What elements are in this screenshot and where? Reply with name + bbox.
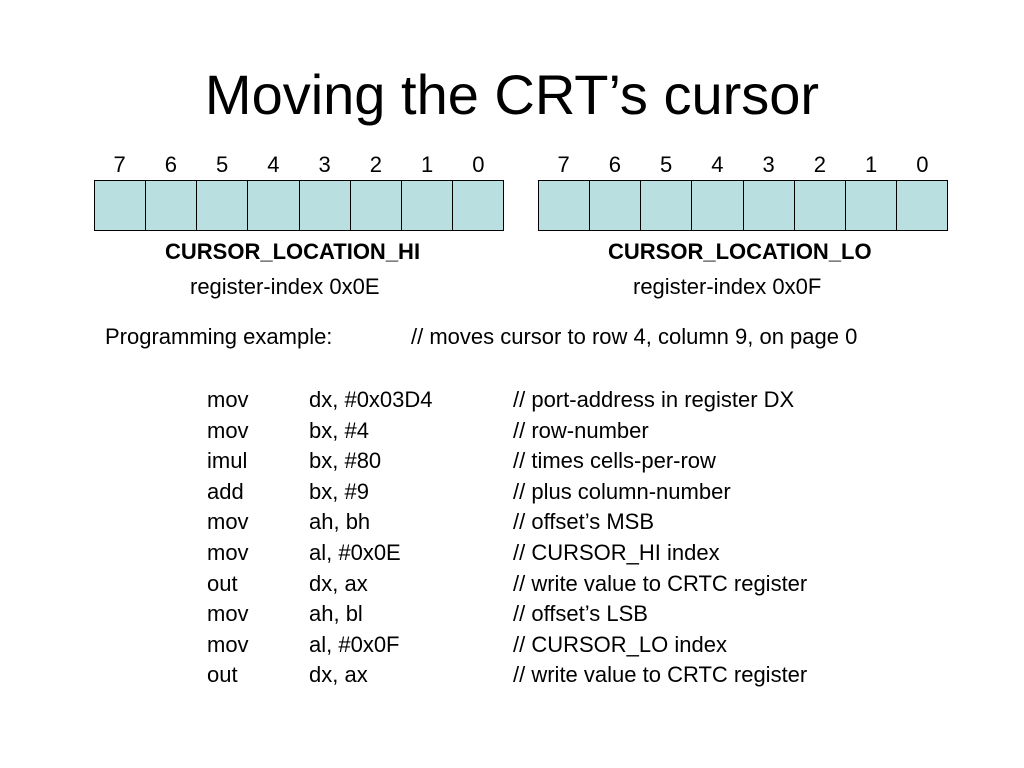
code-comment: // offset’s MSB [513, 509, 655, 535]
bit-label: 0 [916, 152, 929, 177]
bit-cell [299, 181, 351, 230]
code-operands: bx, #80 [309, 448, 382, 474]
bit-label: 7 [557, 152, 570, 177]
bit-label: 2 [369, 152, 382, 177]
register-hi-index: register-index 0x0E [190, 274, 380, 299]
bit-cell [743, 181, 795, 230]
bit-cell [692, 181, 744, 230]
code-operands: al, #0x0E [309, 539, 401, 565]
bit-cell [248, 181, 300, 230]
code-opcode: mov [207, 509, 249, 535]
bit-cell [452, 181, 503, 230]
code-operands: ah, bl [309, 601, 363, 627]
code-comment: // write value to CRTC register [513, 570, 808, 596]
code-opcode: out [207, 570, 238, 596]
code-opcode: add [207, 478, 244, 504]
bit-label: 0 [472, 152, 485, 177]
code-operands: dx, ax [309, 662, 368, 688]
code-operands: dx, #0x03D4 [309, 387, 433, 412]
programming-example-comment: // moves cursor to row 4, column 9, on p… [411, 324, 858, 349]
programming-example-label: Programming example: [105, 324, 333, 349]
bit-cell [896, 181, 947, 230]
code-comment: // CURSOR_HI index [513, 539, 720, 565]
register-lo-diagram: 7 6 5 4 3 2 1 0 [538, 150, 948, 231]
code-operands: al, #0x0F [309, 631, 400, 657]
bit-number-row: 7 6 5 4 3 2 1 0 [538, 150, 948, 180]
bit-label: 6 [608, 152, 621, 177]
bit-cells [94, 180, 504, 231]
code-comment: // write value to CRTC register [513, 662, 808, 688]
code-comment: // CURSOR_LO index [513, 631, 727, 657]
bit-label: 4 [711, 152, 724, 177]
bit-cell [539, 181, 591, 230]
register-lo-name: CURSOR_LOCATION_LO [608, 239, 872, 264]
code-operands: bx, #4 [309, 417, 369, 443]
bit-label: 5 [216, 152, 229, 177]
bit-cell [146, 181, 198, 230]
code-opcode: imul [207, 448, 248, 474]
bit-label: 2 [813, 152, 826, 177]
register-lo-index: register-index 0x0F [633, 274, 822, 299]
bit-number-row: 7 6 5 4 3 2 1 0 [94, 150, 504, 180]
bit-label: 5 [660, 152, 673, 177]
code-opcode: mov [207, 417, 249, 443]
bit-cell [641, 181, 693, 230]
bit-label: 6 [164, 152, 177, 177]
bit-label: 7 [113, 152, 126, 177]
code-opcode: mov [207, 631, 249, 657]
bit-cell [350, 181, 402, 230]
code-opcode: mov [207, 601, 249, 627]
bit-label: 3 [762, 152, 775, 177]
code-comment: // port-address in register DX [513, 387, 795, 412]
bit-cell [590, 181, 642, 230]
code-operands: dx, ax [309, 570, 368, 596]
code-operands: bx, #9 [309, 478, 369, 504]
code-comment: // plus column-number [513, 478, 731, 504]
bit-cells [538, 180, 948, 231]
slide-title: Moving the CRT’s cursor [204, 63, 820, 126]
code-operands: ah, bh [309, 509, 371, 535]
bit-cell [197, 181, 249, 230]
bit-cell [401, 181, 453, 230]
bit-label: 1 [865, 152, 878, 177]
register-hi-name: CURSOR_LOCATION_HI [165, 239, 421, 264]
register-hi-diagram: 7 6 5 4 3 2 1 0 [94, 150, 504, 231]
code-comment: // offset’s LSB [513, 601, 648, 627]
code-opcode: mov [207, 539, 249, 565]
bit-label: 3 [318, 152, 331, 177]
code-opcode: out [207, 662, 238, 688]
bit-label: 1 [421, 152, 434, 177]
code-comment: // row-number [513, 417, 649, 443]
code-comment: // times cells-per-row [513, 448, 716, 474]
bit-cell [794, 181, 846, 230]
code-opcode: mov [207, 387, 249, 412]
bit-cell [845, 181, 897, 230]
bit-label: 4 [267, 152, 280, 177]
bit-cell [95, 181, 147, 230]
